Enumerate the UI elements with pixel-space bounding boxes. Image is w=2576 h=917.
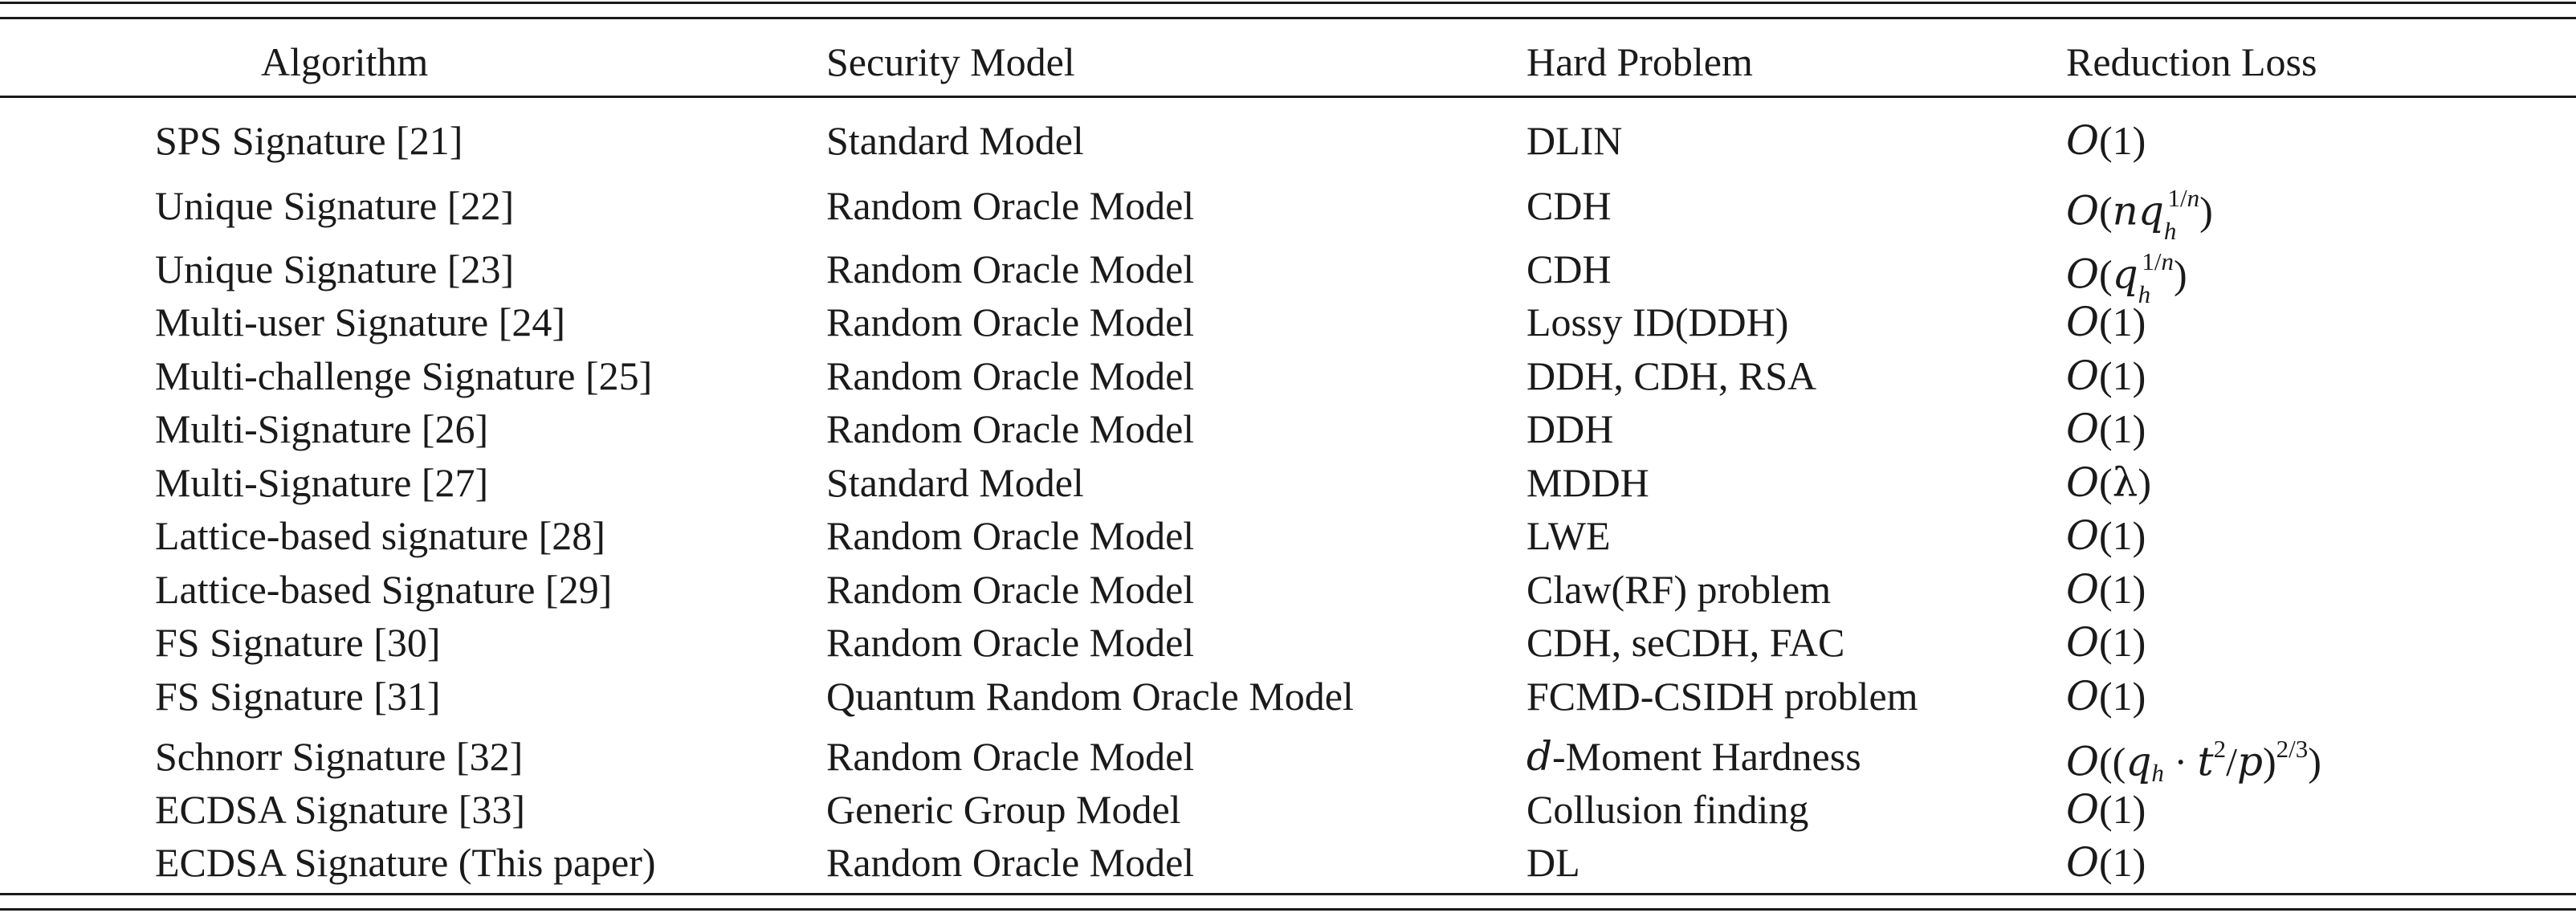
cell-algorithm: Lattice-based Signature [29] [155, 567, 613, 612]
header-reduction-loss: Reduction Loss [2066, 39, 2317, 84]
cell-security-model: Standard Model [826, 460, 1084, 505]
cell-reduction-loss: O(1) [2066, 117, 2146, 164]
cell-security-model: Standard Model [826, 118, 1084, 163]
cell-hard-problem: DL [1526, 840, 1580, 885]
cell-reduction-loss: O((qh · t2/p)2/3) [2066, 735, 2321, 788]
cell-reduction-loss: O(λ) [2066, 459, 2152, 506]
cell-algorithm: Multi-Signature [26] [155, 406, 489, 451]
cell-security-model: Random Oracle Model [826, 840, 1195, 885]
cell-hard-problem: MDDH [1526, 460, 1649, 505]
cell-algorithm: SPS Signature [21] [155, 118, 463, 163]
cell-reduction-loss: O(nqh1/n) [2066, 184, 2213, 245]
cell-reduction-loss: O(1) [2066, 299, 2146, 345]
cell-algorithm: ECDSA Signature [33] [155, 787, 526, 832]
cell-algorithm: Multi-user Signature [24] [155, 300, 566, 344]
cell-hard-problem: d-Moment Hardness [1526, 733, 1861, 780]
cell-hard-problem: FCMD-CSIDH problem [1526, 674, 1918, 719]
cell-security-model: Random Oracle Model [826, 300, 1195, 344]
cell-reduction-loss: O(1) [2066, 406, 2146, 452]
cell-security-model: Random Oracle Model [826, 620, 1195, 665]
cell-reduction-loss: O(1) [2066, 566, 2146, 613]
cell-algorithm: Schnorr Signature [32] [155, 734, 524, 779]
header-security-model: Security Model [826, 39, 1075, 84]
cell-reduction-loss: O(1) [2066, 353, 2146, 399]
cell-algorithm: FS Signature [31] [155, 674, 441, 719]
cell-algorithm: Lattice-based signature [28] [155, 513, 605, 558]
cell-security-model: Random Oracle Model [826, 734, 1195, 779]
cell-hard-problem: DDH [1526, 406, 1614, 451]
cell-hard-problem: DDH, CDH, RSA [1526, 353, 1817, 398]
cell-hard-problem: CDH, seCDH, FAC [1526, 620, 1845, 665]
cell-security-model: Random Oracle Model [826, 183, 1195, 228]
header-hard-problem: Hard Problem [1526, 39, 1753, 84]
cell-security-model: Random Oracle Model [826, 567, 1195, 612]
cell-algorithm: Multi-Signature [27] [155, 460, 489, 505]
cell-security-model: Random Oracle Model [826, 406, 1195, 451]
cell-algorithm: ECDSA Signature (This paper) [155, 840, 656, 885]
cell-algorithm: FS Signature [30] [155, 620, 441, 665]
cell-security-model: Random Oracle Model [826, 513, 1195, 558]
cell-reduction-loss: O(1) [2066, 673, 2146, 719]
cell-hard-problem: LWE [1526, 513, 1611, 558]
cell-hard-problem: Claw(RF) problem [1526, 567, 1832, 612]
header-rule [0, 96, 2576, 98]
header-algorithm: Algorithm [261, 39, 429, 84]
cell-security-model: Random Oracle Model [826, 353, 1195, 398]
cell-reduction-loss: O(qh1/n) [2066, 247, 2187, 308]
top-rule-second [0, 17, 2576, 19]
cell-hard-problem: CDH [1526, 247, 1612, 291]
cell-algorithm: Multi-challenge Signature [25] [155, 353, 653, 398]
top-rule [0, 2, 2576, 4]
cell-hard-problem: Lossy ID(DDH) [1526, 300, 1789, 344]
cell-algorithm: Unique Signature [22] [155, 183, 515, 228]
cell-reduction-loss: O(1) [2066, 512, 2146, 559]
cell-algorithm: Unique Signature [23] [155, 247, 515, 291]
cell-reduction-loss: O(1) [2066, 786, 2146, 833]
cell-security-model: Random Oracle Model [826, 247, 1195, 291]
cell-hard-problem: Collusion finding [1526, 787, 1809, 832]
cell-hard-problem: DLIN [1526, 118, 1623, 163]
cell-hard-problem: CDH [1526, 183, 1612, 228]
cell-security-model: Generic Group Model [826, 787, 1181, 832]
cell-reduction-loss: O(1) [2066, 619, 2146, 666]
cell-reduction-loss: O(1) [2066, 839, 2146, 886]
cell-security-model: Quantum Random Oracle Model [826, 674, 1354, 719]
bottom-rule-second [0, 908, 2576, 911]
bottom-rule [0, 893, 2576, 895]
